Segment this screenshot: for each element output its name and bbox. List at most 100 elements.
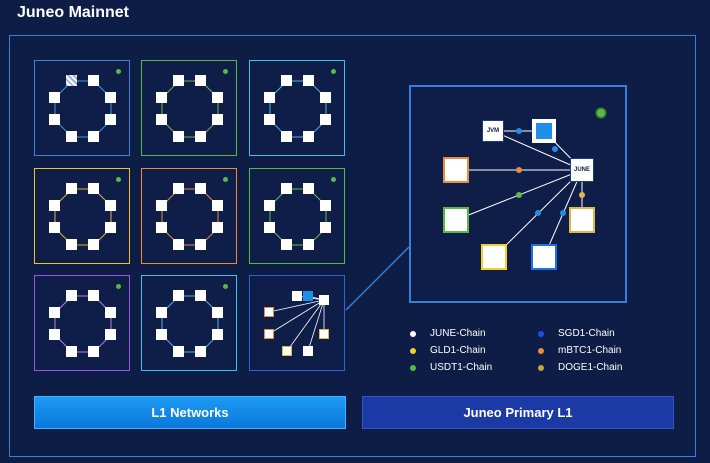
node [88, 346, 99, 357]
node [281, 131, 292, 142]
star-edge [307, 299, 325, 352]
node [105, 92, 116, 103]
status-dot-icon [223, 177, 228, 182]
node [156, 92, 167, 103]
page-title: Juneo Mainnet [17, 4, 130, 21]
legend-label: DOGE1-Chain [558, 362, 623, 373]
node [212, 222, 223, 233]
chain-node [264, 329, 274, 339]
jvm-node: JVM [482, 120, 504, 142]
node [195, 75, 206, 86]
subnet-cell [141, 275, 237, 371]
node [49, 92, 60, 103]
node [212, 329, 223, 340]
node [195, 346, 206, 357]
edge-jvm-june [492, 130, 583, 171]
mbtc1-node [443, 157, 469, 183]
node [156, 222, 167, 233]
legend-label: JUNE-Chain [430, 328, 486, 339]
node [281, 183, 292, 194]
node [320, 222, 331, 233]
node [49, 329, 60, 340]
node [281, 239, 292, 250]
node [281, 75, 292, 86]
edge-dot [516, 167, 522, 173]
gld1-node [481, 244, 507, 270]
l1-networks-button[interactable]: L1 Networks [34, 396, 346, 429]
node [88, 75, 99, 86]
node [66, 346, 77, 357]
subnet-cell [141, 168, 237, 264]
node [156, 200, 167, 211]
node [66, 131, 77, 142]
node [212, 307, 223, 318]
node [49, 200, 60, 211]
status-dot-icon [116, 284, 121, 289]
node [264, 222, 275, 233]
node [156, 307, 167, 318]
node [105, 329, 116, 340]
sgd1-node [532, 119, 556, 143]
node [88, 239, 99, 250]
node [156, 329, 167, 340]
status-dot-icon [223, 69, 228, 74]
star-edge [268, 299, 325, 335]
june-hub-node [319, 295, 329, 305]
node [303, 183, 314, 194]
node [105, 307, 116, 318]
status-indicator-icon [595, 107, 607, 119]
edge-dot [535, 210, 541, 216]
node [66, 75, 77, 86]
node [173, 239, 184, 250]
node [66, 290, 77, 301]
legend-label: USDT1-Chain [430, 362, 493, 373]
node [195, 183, 206, 194]
legend-dot-icon [538, 331, 544, 337]
node [303, 75, 314, 86]
node [173, 183, 184, 194]
subnet-cell [249, 275, 345, 371]
node [66, 239, 77, 250]
node [66, 183, 77, 194]
legend-dot-icon [410, 365, 416, 371]
node [320, 92, 331, 103]
node [212, 114, 223, 125]
chain-node [292, 291, 302, 301]
edge-dot [516, 128, 522, 134]
subnet-cell [34, 275, 130, 371]
doge1-node [569, 207, 595, 233]
node [173, 346, 184, 357]
chain-node [319, 329, 329, 339]
node [105, 222, 116, 233]
legend-dot-icon [538, 365, 544, 371]
node [264, 114, 275, 125]
primary-network-graph [455, 107, 607, 258]
node [195, 290, 206, 301]
status-dot-icon [116, 69, 121, 74]
node [105, 200, 116, 211]
node [212, 200, 223, 211]
node [49, 307, 60, 318]
status-dot-icon [223, 284, 228, 289]
node [303, 131, 314, 142]
subnet-cell [34, 60, 130, 156]
edge-dot [560, 210, 566, 216]
node [264, 200, 275, 211]
star-edge [286, 299, 325, 352]
juneo-primary-l1-button[interactable]: Juneo Primary L1 [362, 396, 674, 429]
legend-dot-icon [410, 348, 416, 354]
usdt1-node [443, 207, 469, 233]
node [173, 131, 184, 142]
legend-label: mBTC1-Chain [558, 345, 622, 356]
zoom-connector-line-bottom [345, 246, 410, 311]
legend-label: SGD1-Chain [558, 328, 615, 339]
legend-dot-icon [410, 331, 416, 337]
chain-node [264, 307, 274, 317]
subnet-cell [249, 168, 345, 264]
node [173, 75, 184, 86]
node [49, 114, 60, 125]
legend-dot-icon [538, 348, 544, 354]
edge-dot [552, 146, 558, 152]
subnet-cell [34, 168, 130, 264]
